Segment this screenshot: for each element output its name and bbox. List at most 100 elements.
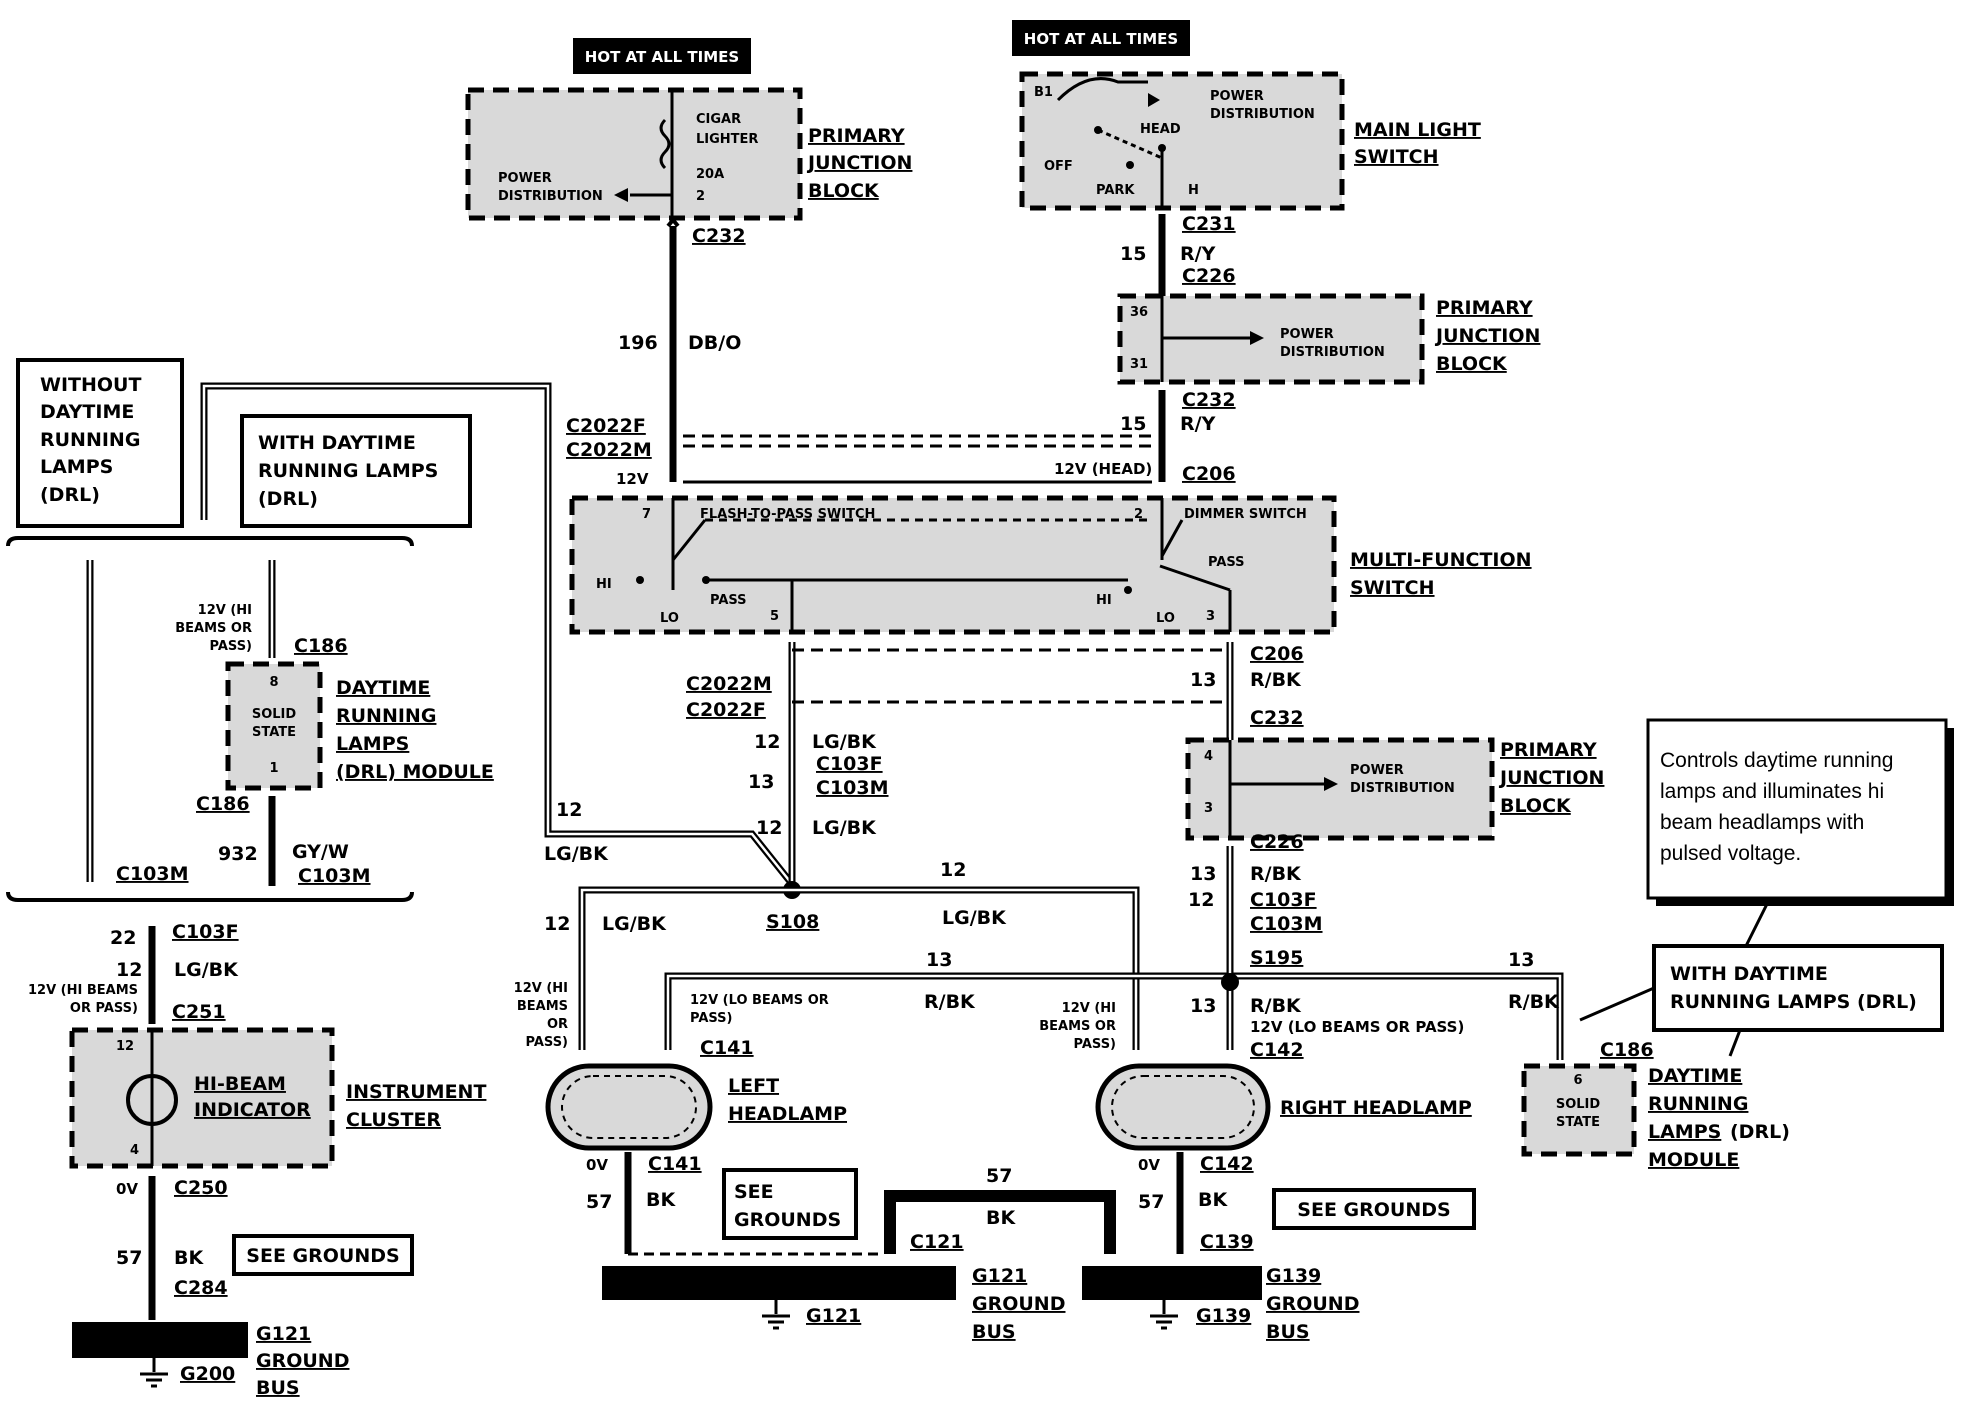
see-grounds-right: SEE GROUNDS [1297, 1199, 1450, 1221]
center-w13b: 13 [926, 949, 952, 971]
with-drl-2: RUNNING LAMPS [258, 460, 438, 482]
s195: S195 [1250, 947, 1303, 969]
without-drl-2: DAYTIME [40, 401, 134, 423]
branch-left-hi-inner [580, 888, 792, 1050]
dimmer-blade [1160, 519, 1184, 557]
ml-park: PARK [1096, 183, 1135, 198]
mfs-flash: FLASH-TO-PASS SWITCH [700, 507, 875, 522]
multi-function-switch-box [569, 495, 1337, 635]
mfs-hi-left: HI [596, 577, 612, 592]
lh-v12hi-3: OR [547, 1017, 568, 1032]
cluster-w57: 57 [116, 1247, 142, 1269]
without-drl-box [16, 358, 184, 528]
drl-solid-2: STATE [252, 725, 296, 740]
hot-label-1-bg [573, 38, 751, 74]
mfs-lo-right: LO [1156, 611, 1175, 626]
see-grounds-left-1: SEE [734, 1181, 774, 1203]
lo-beam-wire-inner [666, 974, 1562, 1060]
wire-15a-num: 15 [1120, 243, 1146, 265]
v12-left: 12V [616, 470, 649, 488]
connector-c231: C231 [1182, 213, 1236, 235]
pjb2-pin31: 31 [1130, 357, 1148, 372]
rc-w13: 13 [1190, 669, 1216, 691]
splice-s195 [1221, 973, 1239, 991]
lh-bk: BK [646, 1189, 676, 1211]
pass-arc [1159, 564, 1231, 592]
pjb3-title-3: BLOCK [1500, 795, 1572, 817]
lh-v12hi-4: PASS) [526, 1035, 568, 1050]
drl-right-c186: C186 [1600, 1039, 1654, 1061]
cluster-w12: 12 [116, 959, 142, 981]
arrow-right-icon [1148, 93, 1160, 107]
rc-w13d: 13 [1508, 949, 1534, 971]
ml-power-2: DISTRIBUTION [1210, 107, 1315, 122]
wire-15b-num: 15 [1120, 413, 1146, 435]
ground-icon [1150, 1300, 1178, 1330]
g121-bus-bar [602, 1266, 956, 1300]
c103m-right: C103M [298, 865, 371, 887]
right-headlamp-icon [1095, 1063, 1271, 1151]
with-drl-right-1: WITH DAYTIME [1670, 963, 1828, 985]
lh-w57: 57 [586, 1191, 612, 1213]
see-grounds-left-box [722, 1168, 858, 1240]
mfs-pin2: 2 [1134, 507, 1143, 522]
arrow-left-icon [614, 188, 628, 202]
cluster-c103f: C103F [172, 921, 239, 943]
pjb2-title-1: PRIMARY [1436, 297, 1533, 319]
drl-pointer-2 [1728, 1029, 1742, 1057]
main-light-title-1: MAIN LIGHT [1354, 119, 1481, 141]
drl-left-title-3: LAMPS [336, 733, 409, 755]
drl-right-solid-1: SOLID [1556, 1097, 1601, 1112]
callout-3: beam headlamps with [1660, 811, 1864, 834]
g121-title-1: G121 [972, 1265, 1027, 1287]
cluster-lgbk: LG/BK [174, 959, 239, 981]
rh-v12hi-3: PASS) [1074, 1037, 1116, 1052]
instrument-cluster-box [69, 1027, 335, 1169]
mfs-pin3: 3 [1206, 609, 1215, 624]
pjb3-box [1185, 737, 1495, 841]
rc-w13c: 13 [1190, 995, 1216, 1017]
callout-2: lamps and illuminates hi [1660, 780, 1884, 803]
rc-lo-beams: 12V (LO BEAMS OR PASS) [1250, 1018, 1464, 1036]
wire-932-num: 932 [218, 843, 258, 865]
cigar-block-title-2: JUNCTION [806, 152, 912, 174]
drl-right-title-1: DAYTIME [1648, 1065, 1742, 1087]
drl-right-title-3b: (DRL) [1730, 1121, 1790, 1143]
s108: S108 [766, 911, 819, 933]
center-rbk-b: R/BK [924, 991, 976, 1013]
cluster-pin12: 12 [116, 1039, 134, 1054]
see-grounds-cluster: SEE GROUNDS [246, 1245, 399, 1267]
mfs-lo-left: LO [660, 611, 679, 626]
flash-blade [671, 519, 707, 561]
contact [636, 576, 644, 584]
c284: C284 [174, 1277, 228, 1299]
center-c103m: C103M [816, 777, 889, 799]
mfs-title-1: MULTI-FUNCTION [1350, 549, 1532, 571]
rc-rbk-d: R/BK [1508, 991, 1560, 1013]
with-drl-1: WITH DAYTIME [258, 432, 416, 454]
wire-196-color: DB/O [688, 332, 741, 354]
center-w12a: 12 [754, 731, 780, 753]
brace-top [6, 536, 414, 547]
lh-c141: C141 [700, 1037, 754, 1059]
c186-bottom-left: C186 [196, 793, 250, 815]
wire-196-num: 196 [618, 332, 658, 354]
drl-module-left-box [225, 661, 323, 791]
hibeam-1: HI-BEAM [194, 1073, 286, 1095]
rh-c142b: C142 [1200, 1153, 1254, 1175]
brace-bottom [6, 891, 414, 902]
ground-icon [762, 1300, 790, 1330]
cigar-label-2: LIGHTER [696, 132, 758, 147]
without-drl-5: (DRL) [40, 484, 100, 506]
drl-v12-2: BEAMS OR [175, 621, 252, 636]
g200: G200 [180, 1363, 235, 1385]
c251: C251 [172, 1001, 226, 1023]
ml-h: H [1188, 183, 1199, 198]
g121: G121 [806, 1305, 861, 1327]
drl-right-title-2: RUNNING [1648, 1093, 1748, 1115]
lh-0v: 0V [586, 1156, 608, 1174]
contact [1124, 586, 1132, 594]
center-w13: 13 [748, 771, 774, 793]
rh-v12hi-2: BEAMS OR [1039, 1019, 1116, 1034]
